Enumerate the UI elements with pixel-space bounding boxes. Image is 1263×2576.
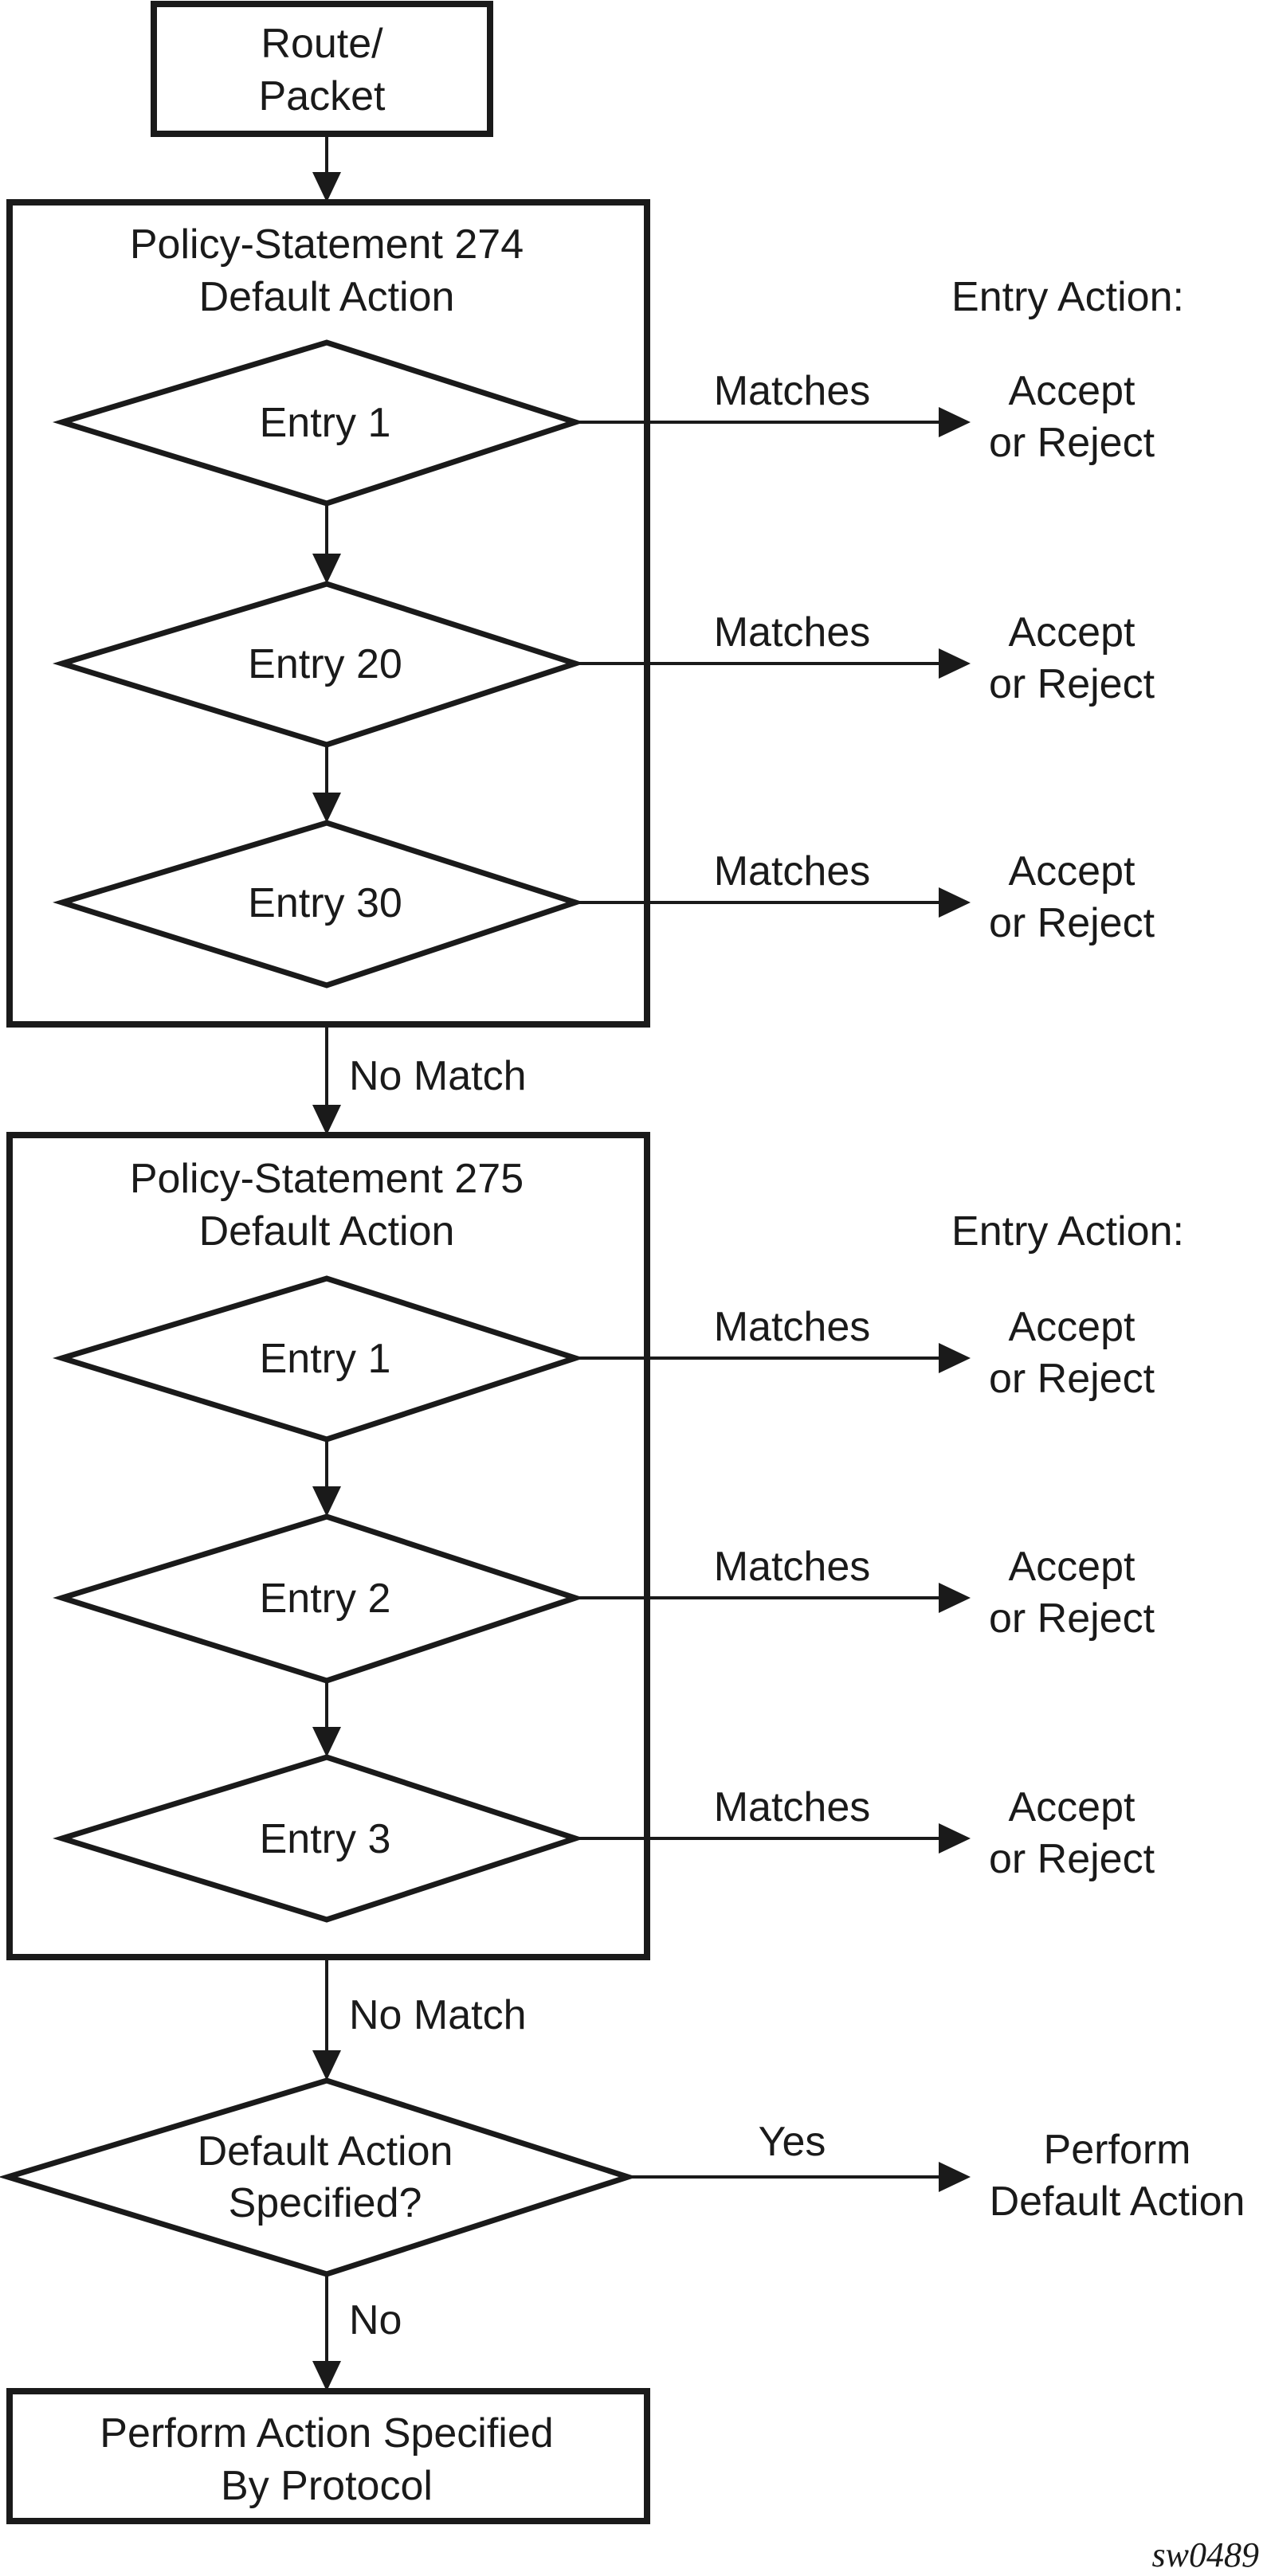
start-box (151, 1, 493, 137)
arrowhead (312, 554, 341, 584)
arrowhead (312, 1105, 341, 1135)
arrowhead (939, 887, 971, 918)
entry-action-line2: or Reject (989, 1595, 1155, 1642)
entry-label: Entry 20 (248, 641, 402, 687)
entry-action-line1: Accept (1009, 609, 1136, 656)
final-label-line1: Perform Action Specified (100, 2410, 553, 2457)
policy-subtitle-274: Default Action (199, 274, 455, 320)
entry-action-line1: Accept (1009, 368, 1136, 414)
entry-action-line2: or Reject (989, 420, 1155, 466)
entry-action-line1: Accept (1009, 1544, 1136, 1590)
arrowhead (939, 1343, 971, 1373)
entry-action-line2: or Reject (989, 1356, 1155, 1402)
no-edge-label: No (349, 2297, 402, 2343)
no-match-label-274: No Match (349, 1053, 527, 1099)
entry-action-header-274: Entry Action: (951, 274, 1184, 320)
start-label-line2: Packet (259, 73, 386, 119)
arrowhead (939, 1583, 971, 1613)
entry-label: Entry 1 (260, 1336, 391, 1382)
final-action-box (6, 2388, 650, 2524)
entry-action-line1: Accept (1009, 848, 1136, 895)
yes-action-line2: Default Action (990, 2179, 1245, 2225)
decision-label-line2: Specified? (229, 2180, 422, 2226)
decision-label-line1: Default Action (198, 2128, 453, 2175)
entry-label: Entry 2 (260, 1576, 391, 1622)
match-edge-label: Matches (714, 1544, 871, 1590)
yes-action-line1: Perform (1044, 2127, 1191, 2173)
arrowhead (939, 648, 971, 679)
entry-action-line2: or Reject (989, 1836, 1155, 1882)
start-label-line1: Route/ (261, 21, 383, 67)
policy-title-275: Policy-Statement 275 (130, 1156, 524, 1202)
default-action-decision (0, 2077, 637, 2277)
arrowhead (312, 793, 341, 823)
entry-action-line2: or Reject (989, 661, 1155, 707)
entry-label: Entry 1 (260, 400, 391, 446)
arrowhead (312, 1486, 341, 1517)
entry-label: Entry 30 (248, 880, 402, 926)
arrowhead (939, 407, 971, 437)
entry-label: Entry 3 (260, 1816, 391, 1862)
final-label-line2: By Protocol (221, 2463, 433, 2509)
match-edge-label: Matches (714, 848, 871, 895)
entry-action-header-275: Entry Action: (951, 1208, 1184, 1255)
match-edge-label: Matches (714, 1784, 871, 1830)
arrowhead (312, 2050, 341, 2081)
policy-title-274: Policy-Statement 274 (130, 221, 524, 268)
arrowhead (312, 172, 341, 202)
yes-edge-label: Yes (759, 2119, 826, 2165)
no-match-label-275: No Match (349, 1992, 527, 2038)
entry-action-line1: Accept (1009, 1304, 1136, 1350)
entry-action-line1: Accept (1009, 1784, 1136, 1830)
policy-subtitle-275: Default Action (199, 1208, 455, 1255)
figure-id: sw0489 (1152, 2535, 1259, 2574)
entry-action-line2: or Reject (989, 900, 1155, 946)
arrowhead (939, 1823, 971, 1854)
arrowhead (939, 2162, 971, 2192)
match-edge-label: Matches (714, 1304, 871, 1350)
match-edge-label: Matches (714, 368, 871, 414)
arrowhead (312, 2361, 341, 2391)
arrowhead (312, 1727, 341, 1757)
match-edge-label: Matches (714, 609, 871, 656)
